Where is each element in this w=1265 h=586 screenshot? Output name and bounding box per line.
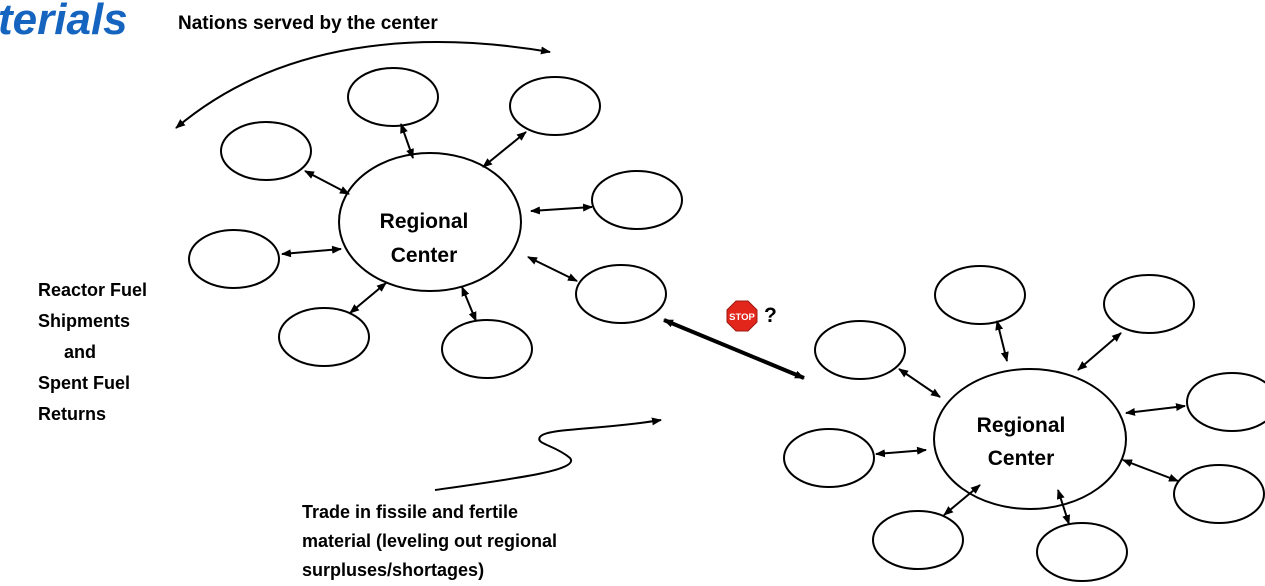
nation-node xyxy=(1186,372,1265,432)
fuel-shipments-line3: and xyxy=(64,342,96,362)
center-label-left-line2: Center xyxy=(391,244,458,267)
nation-node xyxy=(814,320,906,380)
nation-node xyxy=(872,510,964,570)
regional-center-left xyxy=(338,152,522,292)
regional-center-right xyxy=(933,368,1127,510)
trade-squiggle-arrow xyxy=(434,417,662,491)
right-links xyxy=(875,320,1186,525)
nation-node xyxy=(575,264,667,324)
nation-node xyxy=(1173,464,1265,524)
fuel-shipments-line5: Returns xyxy=(38,404,106,424)
left-cluster xyxy=(188,67,683,379)
title-partial: terials xyxy=(0,0,128,44)
trade-annotation: Trade in fissile and fertile material (l… xyxy=(302,502,557,580)
trade-line1: Trade in fissile and fertile xyxy=(302,502,518,522)
subtitle: Nations served by the center xyxy=(178,13,438,34)
nation-node xyxy=(783,428,875,488)
nation-node xyxy=(1036,522,1128,582)
nation-node xyxy=(591,170,683,230)
fuel-shipments-line4: Spent Fuel xyxy=(38,373,130,393)
center-label-left-line1: Regional xyxy=(380,210,469,233)
fuel-shipments-line1: Reactor Fuel xyxy=(38,280,147,300)
nation-node xyxy=(278,307,370,367)
nation-node xyxy=(347,67,439,127)
fuel-shipments-line2: Shipments xyxy=(38,311,130,331)
center-label-right-line1: Regional xyxy=(977,414,1066,437)
nation-node xyxy=(934,265,1026,325)
trade-line2: material (leveling out regional xyxy=(302,531,557,551)
stop-question-mark: ? xyxy=(764,304,777,327)
stop-sign-text: STOP xyxy=(729,312,755,323)
nation-node xyxy=(188,229,280,289)
right-cluster xyxy=(783,265,1265,582)
left-links xyxy=(281,123,593,322)
inter-center-trade-link xyxy=(663,318,805,380)
nation-node xyxy=(441,319,533,379)
nation-node xyxy=(220,121,312,181)
trade-line3: surpluses/shortages) xyxy=(302,560,484,580)
nation-node xyxy=(1103,274,1195,334)
fuel-shipments-annotation: Reactor Fuel Shipments and Spent Fuel Re… xyxy=(38,280,147,424)
nation-node xyxy=(509,76,601,136)
center-label-right-line2: Center xyxy=(988,447,1055,470)
served-nations-arrow xyxy=(175,41,551,129)
stop-sign-icon: STOP xyxy=(726,300,758,332)
